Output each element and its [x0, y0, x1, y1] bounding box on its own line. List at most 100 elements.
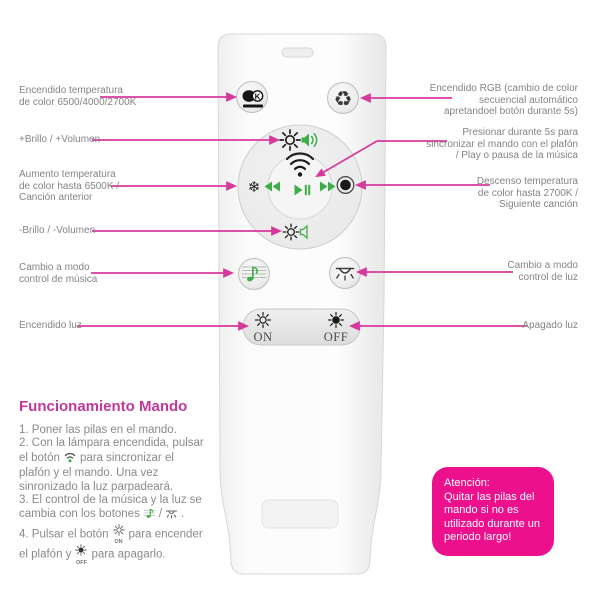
label-line: Encendido temperatura [19, 85, 123, 96]
pad-down-button[interactable] [282, 223, 308, 241]
pad-up-button[interactable] [279, 129, 318, 151]
volume-down-icon [299, 224, 308, 240]
instruction-line: el botón para sincronizar el [19, 451, 224, 467]
on-label: ON [253, 330, 272, 344]
label-line: / Play o pausa de la música [455, 150, 578, 162]
label-line: Encendido RGB (cambio de color [429, 83, 578, 94]
label-line: Aumento temperatura [19, 169, 116, 180]
volume-up-icon [301, 133, 318, 147]
snowflake-icon: ❄ [248, 179, 261, 196]
label-line: Cambio a modo [507, 260, 578, 271]
arrow-brightness-down [92, 226, 283, 236]
battery-door [261, 499, 339, 529]
arrow-cool-temp [111, 181, 238, 191]
label-brightness-up: +Brillo / +Volumen [19, 134, 100, 146]
svg-text:K: K [255, 92, 261, 101]
label-line: control de luz [518, 271, 578, 283]
off-label: OFF [324, 330, 348, 344]
label-line: de color hasta 2700K / [477, 187, 578, 199]
arrow-light-on [77, 321, 250, 331]
rgb-button[interactable]: ♻ [327, 82, 359, 114]
mini-off-label: OFF [75, 559, 87, 566]
label-line: +Brillo / +Volumen [19, 134, 101, 145]
arrow-rgb [359, 93, 452, 103]
label-line: Apagado luz [522, 320, 578, 331]
light-mode-button[interactable] [329, 257, 361, 289]
label-line: secuencial automático [479, 94, 578, 106]
sync-play-button[interactable] [285, 152, 315, 196]
attention-line: periodo largo! [444, 531, 512, 544]
instruction-line: plafón y el mando. Una vez [19, 467, 159, 480]
light-on-button[interactable]: ON [253, 311, 272, 344]
label-line: control de música [19, 273, 98, 285]
instruction-text: para encender [128, 528, 203, 541]
light-off-button[interactable]: OFF [324, 311, 348, 344]
label-line: Canción anterior [19, 192, 93, 204]
label-light-off: Apagado luz [522, 320, 578, 332]
label-sync: Presionar durante 5s para sincronizar el… [426, 127, 578, 162]
remote-body [217, 33, 387, 575]
play-pause-icon [294, 184, 311, 196]
attention-line: mando si no es [444, 504, 519, 517]
arrow-light-mode [355, 267, 513, 277]
label-light-mode: Cambio a modo control de luz [507, 260, 578, 283]
instructions-block: 1. Poner las pilas en el mando. 2. Con l… [19, 424, 224, 565]
arrow-brightness-up [92, 135, 281, 145]
warm-dot-icon [336, 176, 355, 194]
mini-on-label: ON [114, 539, 123, 546]
instruction-line: 2. Con la lámpara encendida, pulsar [19, 437, 204, 450]
instruction-text: 4. Pulsar el botón [19, 528, 109, 541]
label-line: Descenso temperatura [476, 176, 578, 187]
sun-on-mini-icon: ON [112, 524, 126, 546]
recycle-icon: ♻ [334, 88, 353, 111]
music-note-icon [242, 266, 266, 282]
instruction-line: cambia con los botones /. [19, 507, 224, 523]
label-brightness-down: -Brillo / -Volumen [19, 225, 95, 237]
label-rgb: Encendido RGB (cambio de color secuencia… [430, 83, 578, 118]
instruction-text: el botón [19, 451, 60, 464]
instruction-text: el plafón y [19, 548, 72, 561]
instruction-text: . [181, 508, 185, 521]
instruction-line: 3. El control de la música y la luz se [19, 494, 202, 507]
next-track-icon [320, 181, 336, 192]
label-line: sincronizar el mando con el plafón [426, 138, 578, 150]
label-line: apretandoel botón durante 5s) [444, 106, 578, 118]
pad-left-button[interactable]: ❄ [248, 179, 280, 196]
label-light-on: Encendido luz [19, 320, 82, 332]
arrow-color-temp [100, 92, 238, 102]
previous-track-icon [264, 181, 280, 192]
arrow-music-mode [91, 268, 235, 278]
wifi-mini-icon [63, 451, 77, 467]
label-line: -Brillo / -Volumen [19, 225, 96, 236]
lamp-mini-icon [165, 508, 178, 523]
label-warm-temp: Descenso temperatura de color hasta 2700… [477, 176, 578, 211]
label-line: de color 6500/4000/2700K [19, 96, 137, 108]
label-line: de color hasta 6500K / [19, 180, 120, 192]
label-color-temp: Encendido temperatura de color 6500/4000… [19, 85, 136, 108]
attention-title: Atención: [444, 477, 490, 489]
section-heading: Funcionamiento Mando [19, 398, 188, 415]
instruction-text: para apagarlo. [91, 548, 166, 561]
color-temp-k-icon: K [242, 90, 264, 108]
ceiling-lamp-icon [335, 267, 355, 281]
label-music-mode: Cambio a modo control de música [19, 262, 97, 285]
instruction-text: para sincronizar el [79, 451, 174, 464]
wifi-icon [285, 152, 315, 177]
color-temp-button[interactable]: K [236, 81, 268, 113]
music-mode-button[interactable] [238, 258, 270, 290]
label-line: Siguiente canción [499, 199, 578, 211]
indicator-slot [281, 47, 314, 58]
label-line: Cambio a modo [19, 262, 90, 273]
arrow-warm-temp [354, 180, 490, 190]
label-line: Presionar durante 5s para [462, 127, 578, 138]
sun-off-mini-icon: OFF [74, 544, 88, 566]
attention-line: Quitar las pilas del [444, 490, 535, 503]
pad-right-button[interactable] [320, 176, 355, 194]
arrow-light-off [348, 321, 527, 331]
instruction-text: cambia con los botones [19, 508, 140, 521]
attention-box: Atención: Quitar las pilas del mando si … [432, 467, 554, 556]
instruction-text: / [158, 508, 163, 521]
